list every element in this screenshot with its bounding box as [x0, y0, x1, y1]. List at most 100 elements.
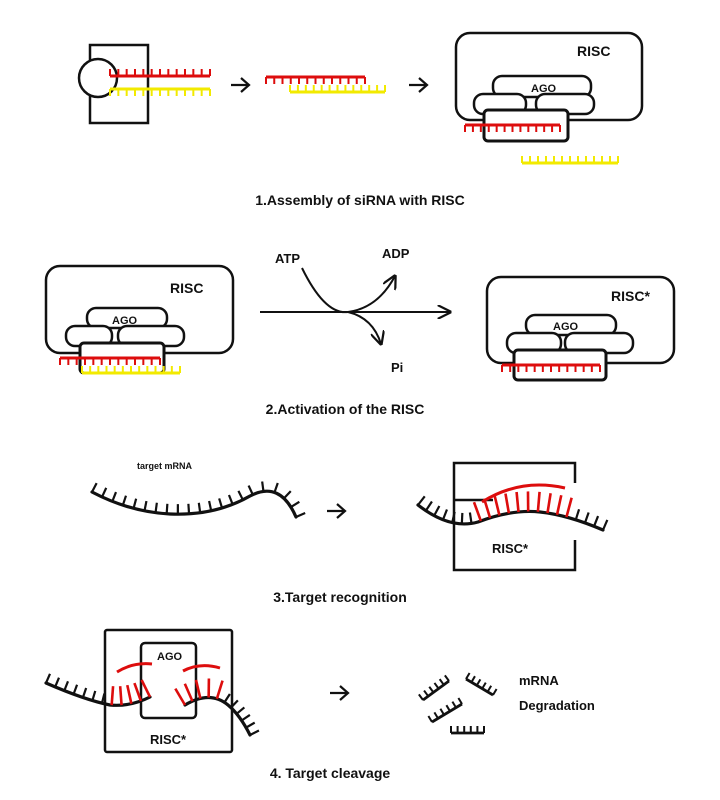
- nucleotide-tick: [121, 495, 128, 506]
- nucleotide-tick: [451, 511, 456, 523]
- nucleotide-tick: [515, 491, 520, 513]
- risc-active-box: [452, 461, 577, 572]
- nucleotide-tick: [44, 673, 51, 684]
- step3-group: target mRNA RISC* 3.Target recognition: [90, 461, 609, 605]
- nucleotide-tick: [215, 680, 224, 700]
- nucleotide-tick: [223, 693, 231, 703]
- risc-label: RISC: [170, 280, 203, 296]
- nucleotide-tick: [444, 674, 450, 682]
- guide-strand: [116, 662, 153, 674]
- nucleotide-tick: [187, 503, 191, 514]
- passenger-strand: [521, 156, 619, 165]
- adp-label: ADP: [382, 246, 410, 261]
- arrow-right-icon: [327, 503, 347, 519]
- sirna-duplex-bound: [59, 356, 181, 375]
- nucleotide-tick: [504, 493, 511, 514]
- dicer-icon: [77, 43, 150, 125]
- nucleotide-tick: [468, 512, 473, 524]
- fragment-backbone: [465, 677, 494, 697]
- risc-active-label: RISC*: [611, 288, 650, 304]
- ago-label: AGO: [112, 315, 138, 327]
- nucleotide-tick: [227, 494, 234, 505]
- risc-label: RISC: [577, 43, 610, 59]
- nucleotide-tick: [445, 704, 451, 712]
- nucleotide-tick: [593, 515, 600, 527]
- nucleotide-tick: [247, 485, 254, 496]
- target-mrna: [90, 481, 306, 519]
- nucleotide-tick: [261, 481, 265, 492]
- guide-strand: [464, 123, 561, 132]
- nucleotide-tick: [241, 713, 251, 722]
- nucleotide-tick: [555, 494, 563, 516]
- bound-mrna: [416, 483, 609, 532]
- nucleotide-tick: [583, 512, 590, 524]
- guide-strand: [182, 664, 221, 673]
- nucleotide-tick: [601, 519, 609, 531]
- step1-group: RISC AGO 1.Assembly of siRNA with RISC: [77, 31, 644, 208]
- nucleotide-tick: [492, 688, 498, 696]
- mrna-backbone: [44, 681, 152, 707]
- nucleotide-tick: [574, 508, 581, 521]
- nucleotide-tick: [165, 503, 169, 514]
- cleaved-mrna: [44, 662, 260, 737]
- nucleotide-tick: [235, 706, 246, 715]
- fragment-backbone: [431, 702, 463, 724]
- pi-label: Pi: [391, 360, 403, 375]
- nucleotide-tick: [101, 487, 108, 498]
- nucleotide-tick: [486, 685, 493, 693]
- nucleotide-tick: [417, 495, 426, 506]
- nucleotide-tick: [63, 680, 70, 692]
- nucleotide-tick: [457, 697, 463, 705]
- nucleotide-tick: [140, 679, 152, 698]
- step3-caption: 3.Target recognition: [273, 589, 407, 605]
- ago-label: AGO: [553, 321, 579, 333]
- nucleotide-tick: [424, 500, 433, 512]
- nucleotide-tick: [154, 502, 158, 513]
- nucleotide-tick: [133, 682, 143, 702]
- mrna-backbone: [90, 489, 298, 519]
- nucleotide-tick: [441, 509, 448, 521]
- reaction-arrow: [260, 267, 450, 344]
- nucleotide-tick: [197, 502, 202, 513]
- arrow-right-icon: [231, 77, 251, 93]
- mrna-fragments: [418, 672, 498, 735]
- nucleotide-tick: [295, 511, 306, 519]
- nucleotide-tick: [110, 686, 115, 706]
- nucleotide-tick: [290, 500, 300, 508]
- nucleotide-tick: [126, 684, 133, 704]
- nucleotide-tick: [54, 677, 60, 688]
- result-line1: mRNA: [519, 673, 559, 688]
- nucleotide-tick: [428, 686, 435, 693]
- step4-group: AGO RISC* mRNA Degradation 4. Target cle…: [44, 628, 595, 781]
- nucleotide-tick: [249, 729, 260, 736]
- nucleotide-tick: [546, 493, 552, 514]
- nucleotide-tick: [470, 675, 476, 683]
- nucleotide-tick: [174, 687, 187, 706]
- guide-strand: [501, 363, 601, 372]
- nucleotide-tick: [218, 498, 224, 509]
- sirna-duplex: [109, 69, 211, 96]
- nucleotide-tick: [237, 490, 244, 501]
- nucleotide-tick: [433, 711, 439, 719]
- atp-label: ATP: [275, 251, 300, 266]
- sirna-duplex-free: [265, 75, 386, 94]
- mrna-label: target mRNA: [137, 461, 193, 471]
- ago-label: AGO: [531, 83, 557, 95]
- nucleotide-tick: [283, 490, 292, 500]
- nucleotide-tick: [245, 721, 256, 729]
- nucleotide-tick: [565, 497, 573, 518]
- nucleotide-tick: [91, 482, 98, 493]
- nucleotide-tick: [72, 684, 79, 695]
- step2-group: RISC AGO ATP ADP Pi RISC* AGO 2.Activati…: [44, 246, 676, 417]
- nucleotide-tick: [438, 678, 445, 686]
- nucleotide-tick: [194, 679, 202, 699]
- nucleotide-tick: [273, 482, 279, 493]
- mrna-backbone: [416, 503, 605, 532]
- nucleotide-tick: [423, 689, 430, 697]
- nucleotide-tick: [493, 495, 501, 516]
- nucleotide-tick: [536, 491, 541, 512]
- nucleotide-tick: [427, 715, 433, 723]
- nucleotide-tick: [460, 512, 464, 524]
